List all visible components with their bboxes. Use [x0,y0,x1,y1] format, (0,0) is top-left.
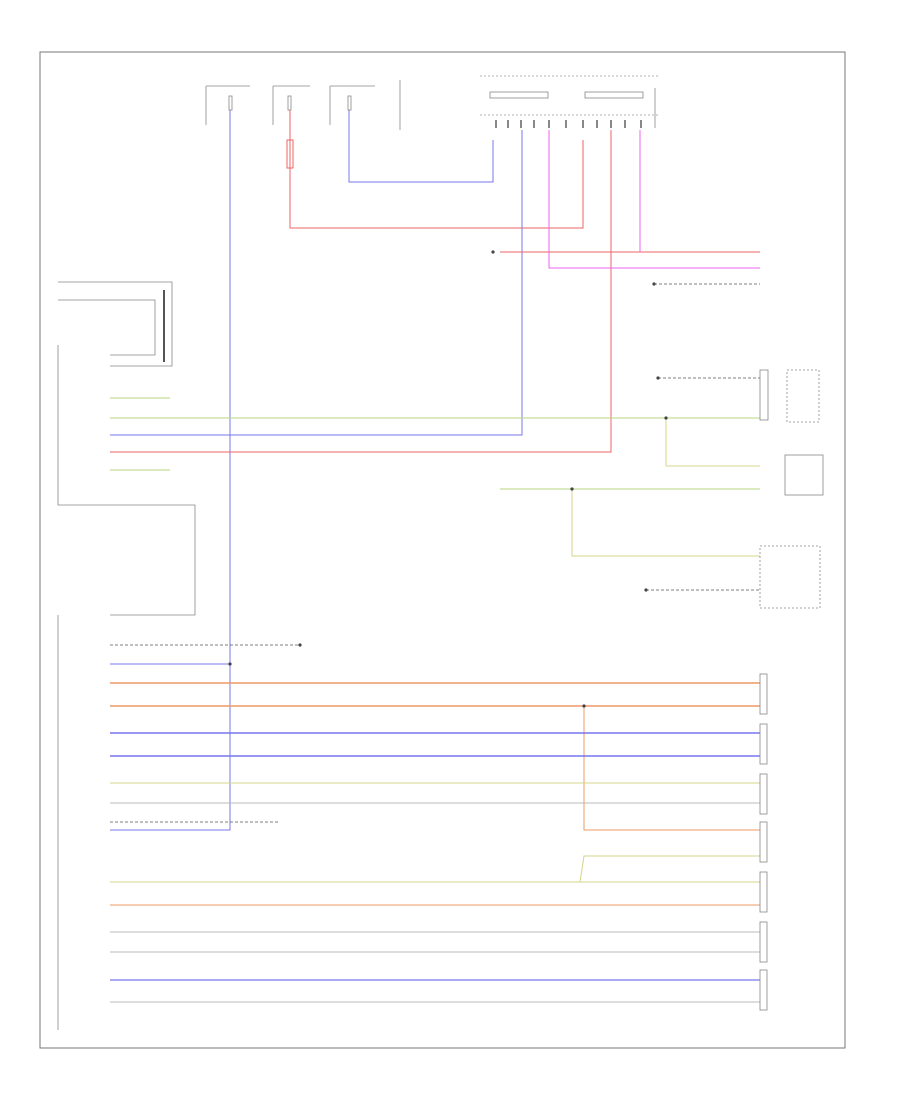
left-module [57,281,196,1030]
splice-dots [228,250,668,708]
connector-b [584,91,644,99]
wire-pink-1 [548,130,760,269]
pin-markers [495,120,642,128]
speaker-connectors [759,673,768,1011]
wire-red-loop [289,110,584,229]
wire-blue-junction [110,130,523,436]
fuse-2 [287,95,292,111]
wire-red-junction [110,130,612,453]
diagram-frame [39,51,846,1049]
speaker-wires [110,644,760,1003]
wire-red-connector [286,139,294,169]
connector-a [489,91,549,99]
right-components [500,369,824,609]
wire-blue-loop [348,110,494,183]
fuse-1 [228,95,233,111]
wire-blue-vertical-main [110,110,231,831]
fuse-3 [347,95,352,111]
top-fuse-section [205,75,660,130]
